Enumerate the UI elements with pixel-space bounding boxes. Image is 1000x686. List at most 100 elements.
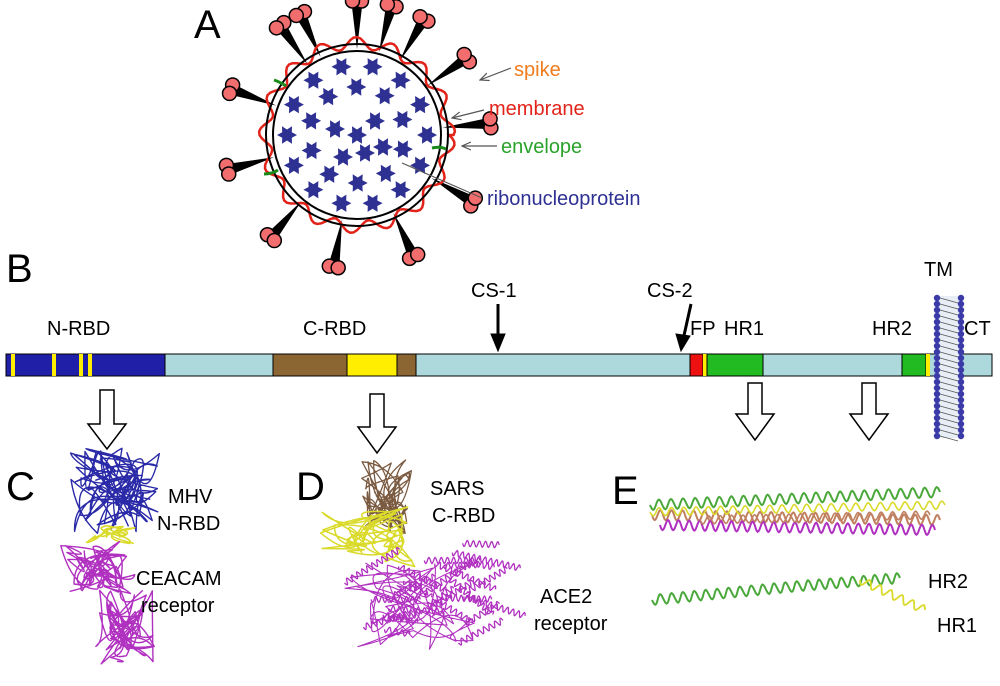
sars-binding-motif [319,506,416,568]
lipid-head-left [933,306,941,314]
hr1-helix-inner [699,510,931,525]
mhv-n-rbd-ribbon [69,447,160,534]
ribonucleoprotein-star [355,144,375,162]
label-fp: FP [690,318,716,340]
label-mhv: MHV [168,486,213,508]
label-ct: CT [964,318,991,340]
ace2-helix [383,626,411,637]
lipid-head-left [933,414,941,422]
spike-head [412,8,428,25]
spike-head [379,0,396,13]
ribonucleoprotein-star [319,165,340,183]
lipid-head-right [957,324,965,332]
lipid-head-left [933,396,941,404]
panel-label-c: C [6,465,35,509]
lipid-tail [939,435,959,442]
lipid-head-left [933,348,941,356]
label-mhv-n-rbd: N-RBD [157,513,220,535]
panel-label-d: D [296,465,325,509]
ribonucleoprotein-star [373,138,393,156]
spike-stalk [279,27,308,65]
spike-head [221,85,238,102]
spike-domain-bar [5,353,993,377]
rbm-mark-2 [52,354,56,376]
ace2-helix [434,561,497,592]
ribonucleoprotein-star [410,156,431,174]
label-cs1: CS-1 [471,280,517,302]
lipid-head-left [933,366,941,374]
lipid-tail [939,357,959,364]
lipid-tail [939,417,959,424]
envelope-outer-ring [265,43,449,227]
lipid-head-right [957,408,965,416]
ace2-helix [465,558,495,571]
lipid-head-right [957,300,965,308]
ribonucleoprotein-star [301,112,322,130]
arrow-to-panel-e-left [734,382,776,442]
ceacam-domain-2 [95,589,155,665]
hr2-helix-bottom [651,580,801,606]
lipid-tail [939,345,959,352]
spike-head [467,190,484,206]
lipid-head-left [933,294,941,302]
lipid-tail [939,303,959,310]
lipid-head-left [933,378,941,386]
ace2-helix [466,565,508,595]
ribonucleoprotein-star [365,112,385,130]
lipid-head-left [933,408,941,416]
lipid-head-right [957,420,965,428]
ace2-helix [423,556,481,565]
lipid-tail [939,315,959,322]
spike-stalk [400,21,426,61]
mhv-binding-loop [85,525,136,545]
ribonucleoprotein-star [318,87,339,106]
spike-stalk [393,212,416,254]
lipid-tail [939,423,959,430]
ribonucleoprotein-star [331,58,352,76]
spike-head [268,20,285,36]
sars-ace2-structure [319,459,526,650]
ribonucleoprotein-star [301,141,322,160]
arrow-to-panel-c [86,389,128,451]
lipid-tail [939,405,959,412]
lipid-head-left [933,318,941,326]
spike-head [330,259,346,276]
n-rbd-domain [5,353,166,377]
lipid-tail [939,339,959,346]
rbm-mark-1 [11,354,15,376]
label-ace2-receptor: receptor [534,613,608,635]
lipid-head-left [933,384,941,392]
lipid-tail [939,369,959,376]
ace2-helix [457,617,504,646]
spike-stalk [329,219,343,262]
label-cs2: CS-2 [647,280,693,302]
fusion-peptide [689,353,704,377]
ribonucleoprotein-star [347,126,367,144]
lipid-tail [939,297,959,304]
cs2-arrow-head [675,333,691,353]
ribonucleoprotein-star [331,194,352,212]
lipid-head-right [957,318,965,326]
legend-ribonucleoprotein: ribonucleoprotein [487,188,640,210]
lipid-tail [939,399,959,406]
arrow-to-panel-d [356,393,398,455]
label-n-rbd: N-RBD [47,318,110,340]
lipid-head-right [957,396,965,404]
lipid-head-left [933,372,941,380]
panel-label-a: A [194,3,221,47]
ribonucleoprotein-core [277,58,437,212]
lipid-tail [939,393,959,400]
lipid-head-left [933,402,941,410]
spike-head [409,246,426,263]
ribonucleoprotein-star [362,58,383,76]
ribonucleoprotein-star [362,194,383,212]
hr2-helix-top [649,485,941,512]
lipid-head-left [933,354,941,362]
spike-stalk [232,157,274,173]
ribonucleoprotein-star [392,140,413,158]
spike-stalk [270,200,302,237]
ribonucleoprotein-star [325,120,345,138]
lipid-head-right [957,348,965,356]
label-ceacam: CEACAM [136,568,222,590]
